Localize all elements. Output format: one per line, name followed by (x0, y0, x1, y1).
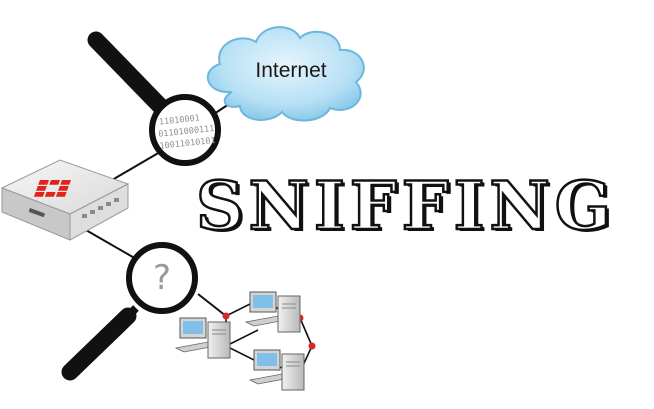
computer-workstation-icon (244, 291, 301, 333)
network-cluster (174, 291, 316, 391)
lower-lens-to-network-line (197, 293, 227, 317)
firewall-appliance-icon (0, 159, 130, 241)
cloud-label: Internet (255, 59, 327, 82)
question-mark-icon: ? (152, 258, 172, 298)
internet-cloud-icon (206, 26, 365, 122)
page-title: SNIFFING (195, 166, 617, 247)
lower-magnifier-lens (126, 242, 198, 314)
upper-magnifier-lens (149, 94, 221, 166)
lower-magnifying-glass-icon (61, 242, 198, 381)
firewall-ports (28, 198, 119, 218)
computer-workstation-icon (248, 349, 305, 391)
network-node (308, 342, 316, 350)
lower-magnifier-handle (61, 307, 137, 381)
firewall-logo (33, 180, 71, 197)
network-node (222, 312, 230, 320)
computer-workstation-icon (174, 317, 231, 359)
upper-magnifying-glass-icon: 11010001 01101000111 10011010101 (87, 31, 221, 166)
binary-line-1: 11010001 (159, 113, 201, 127)
